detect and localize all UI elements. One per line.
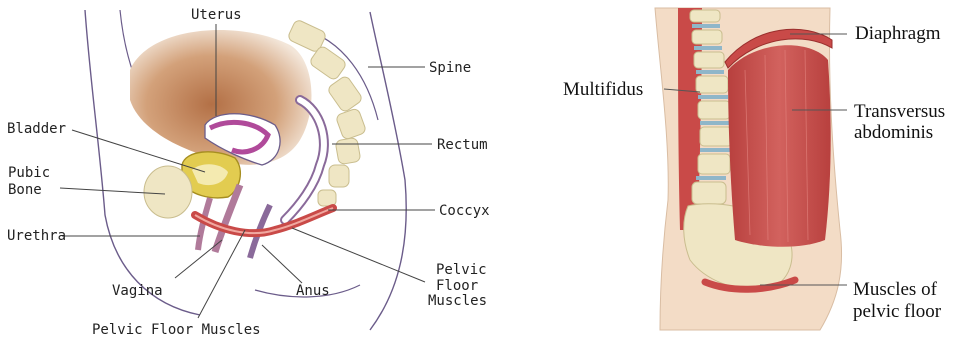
label-pelvic-2: Floor	[436, 278, 478, 294]
pelvis-sagittal-diagram: Uterus Spine Bladder Rectum Pubic Bone C…	[0, 0, 520, 341]
label-uterus: Uterus	[191, 7, 242, 23]
transversus-abdominis-shape	[728, 45, 831, 247]
label-pubic: Pubic	[8, 165, 50, 181]
label-anus: Anus	[296, 283, 330, 299]
label-abdominis: abdominis	[854, 123, 933, 143]
body-outline-back	[370, 12, 406, 330]
label-spine: Spine	[429, 60, 471, 76]
label-urethra: Urethra	[7, 228, 66, 244]
label-pelvic-3: Muscles	[428, 293, 487, 309]
label-transversus: Transversus	[854, 102, 945, 122]
core-muscles-diagram: Diaphragm Multifidus Transversus abdomin…	[560, 0, 969, 341]
label-pelvic-1: Pelvic	[436, 262, 487, 278]
label-bone: Bone	[8, 182, 42, 198]
pubic-bone-shape	[144, 166, 192, 218]
label-coccyx: Coccyx	[439, 203, 490, 219]
label-bladder: Bladder	[7, 121, 66, 137]
label-rectum: Rectum	[437, 137, 488, 153]
label-pelvic-floor: pelvic floor	[853, 302, 941, 322]
label-muscles-of: Muscles of	[853, 280, 937, 300]
label-multifidus: Multifidus	[563, 80, 643, 100]
label-diaphragm: Diaphragm	[855, 24, 940, 44]
label-pelvic-floor-muscles: Pelvic Floor Muscles	[92, 322, 261, 338]
label-vagina: Vagina	[112, 283, 163, 299]
